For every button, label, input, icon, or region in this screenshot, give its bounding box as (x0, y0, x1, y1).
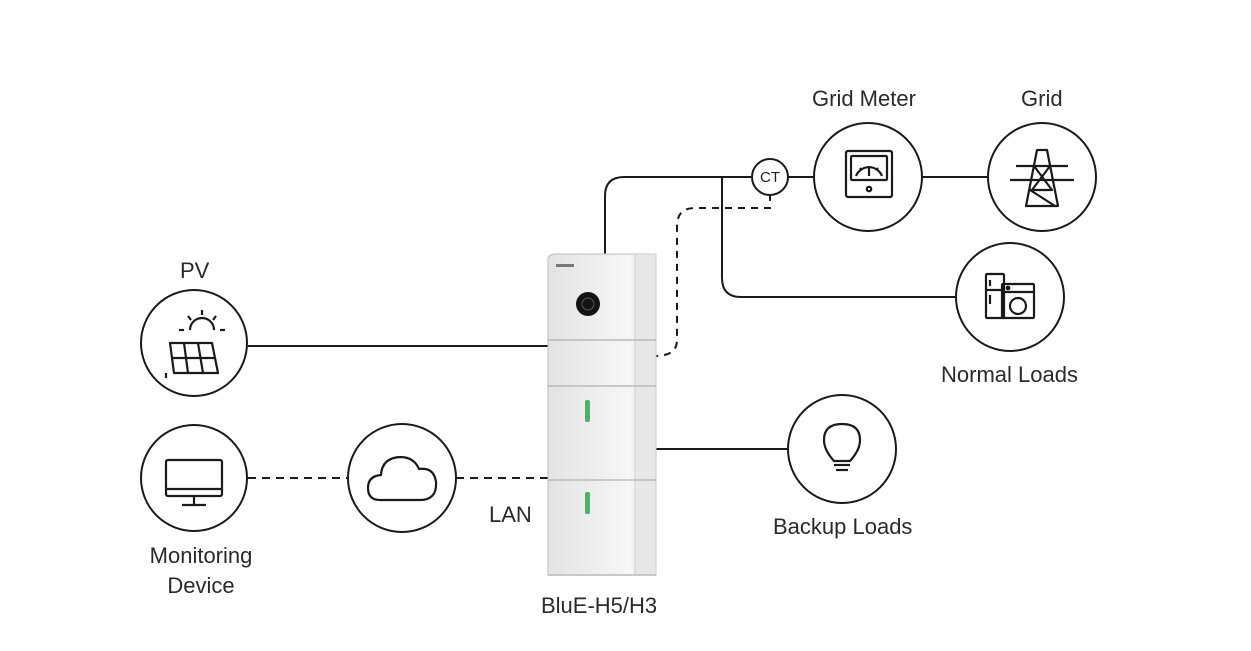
monitor-icon (164, 458, 224, 507)
backup-loads-label: Backup Loads (773, 514, 913, 539)
transmission-tower-icon (1010, 148, 1074, 208)
inverter-battery-cabinet (547, 253, 657, 576)
ac-line (604, 176, 752, 255)
monitoring-label-line2: Device (167, 572, 235, 598)
grid-label: Grid (1021, 86, 1063, 111)
device-model-label: BluE-H5/H3 (541, 593, 658, 618)
meter-icon (844, 149, 894, 199)
cabinet-side (634, 253, 657, 576)
normal-loads-node (955, 242, 1065, 352)
appliances-icon (984, 272, 1036, 320)
monitoring-label-line1: Monitoring (149, 543, 253, 568)
normal-loads-line (721, 177, 956, 298)
brand-mark (556, 264, 574, 267)
light-bulb-icon (822, 422, 862, 472)
cloud-node (347, 423, 457, 533)
inverter-display (576, 292, 600, 316)
ct-label: CT (760, 169, 780, 186)
grid-node (987, 122, 1097, 232)
ct-signal-line (654, 194, 771, 357)
lan-label: LAN (489, 502, 532, 527)
cloud-icon (366, 455, 438, 502)
pv-label: PV (180, 258, 210, 283)
backup-loads-node (787, 394, 897, 504)
pv-node (140, 289, 248, 397)
grid-meter-node (813, 122, 923, 232)
ct-sensor: CT (751, 158, 789, 196)
monitoring-device-label: Monitoring Device (134, 541, 268, 600)
connections (248, 176, 988, 479)
grid-meter-label: Grid Meter (812, 86, 916, 111)
battery-indicator-2 (585, 492, 590, 514)
monitoring-node (140, 424, 248, 532)
normal-loads-label: Normal Loads (941, 362, 1078, 387)
solar-panel-icon (164, 310, 225, 378)
battery-indicator-1 (585, 400, 590, 422)
